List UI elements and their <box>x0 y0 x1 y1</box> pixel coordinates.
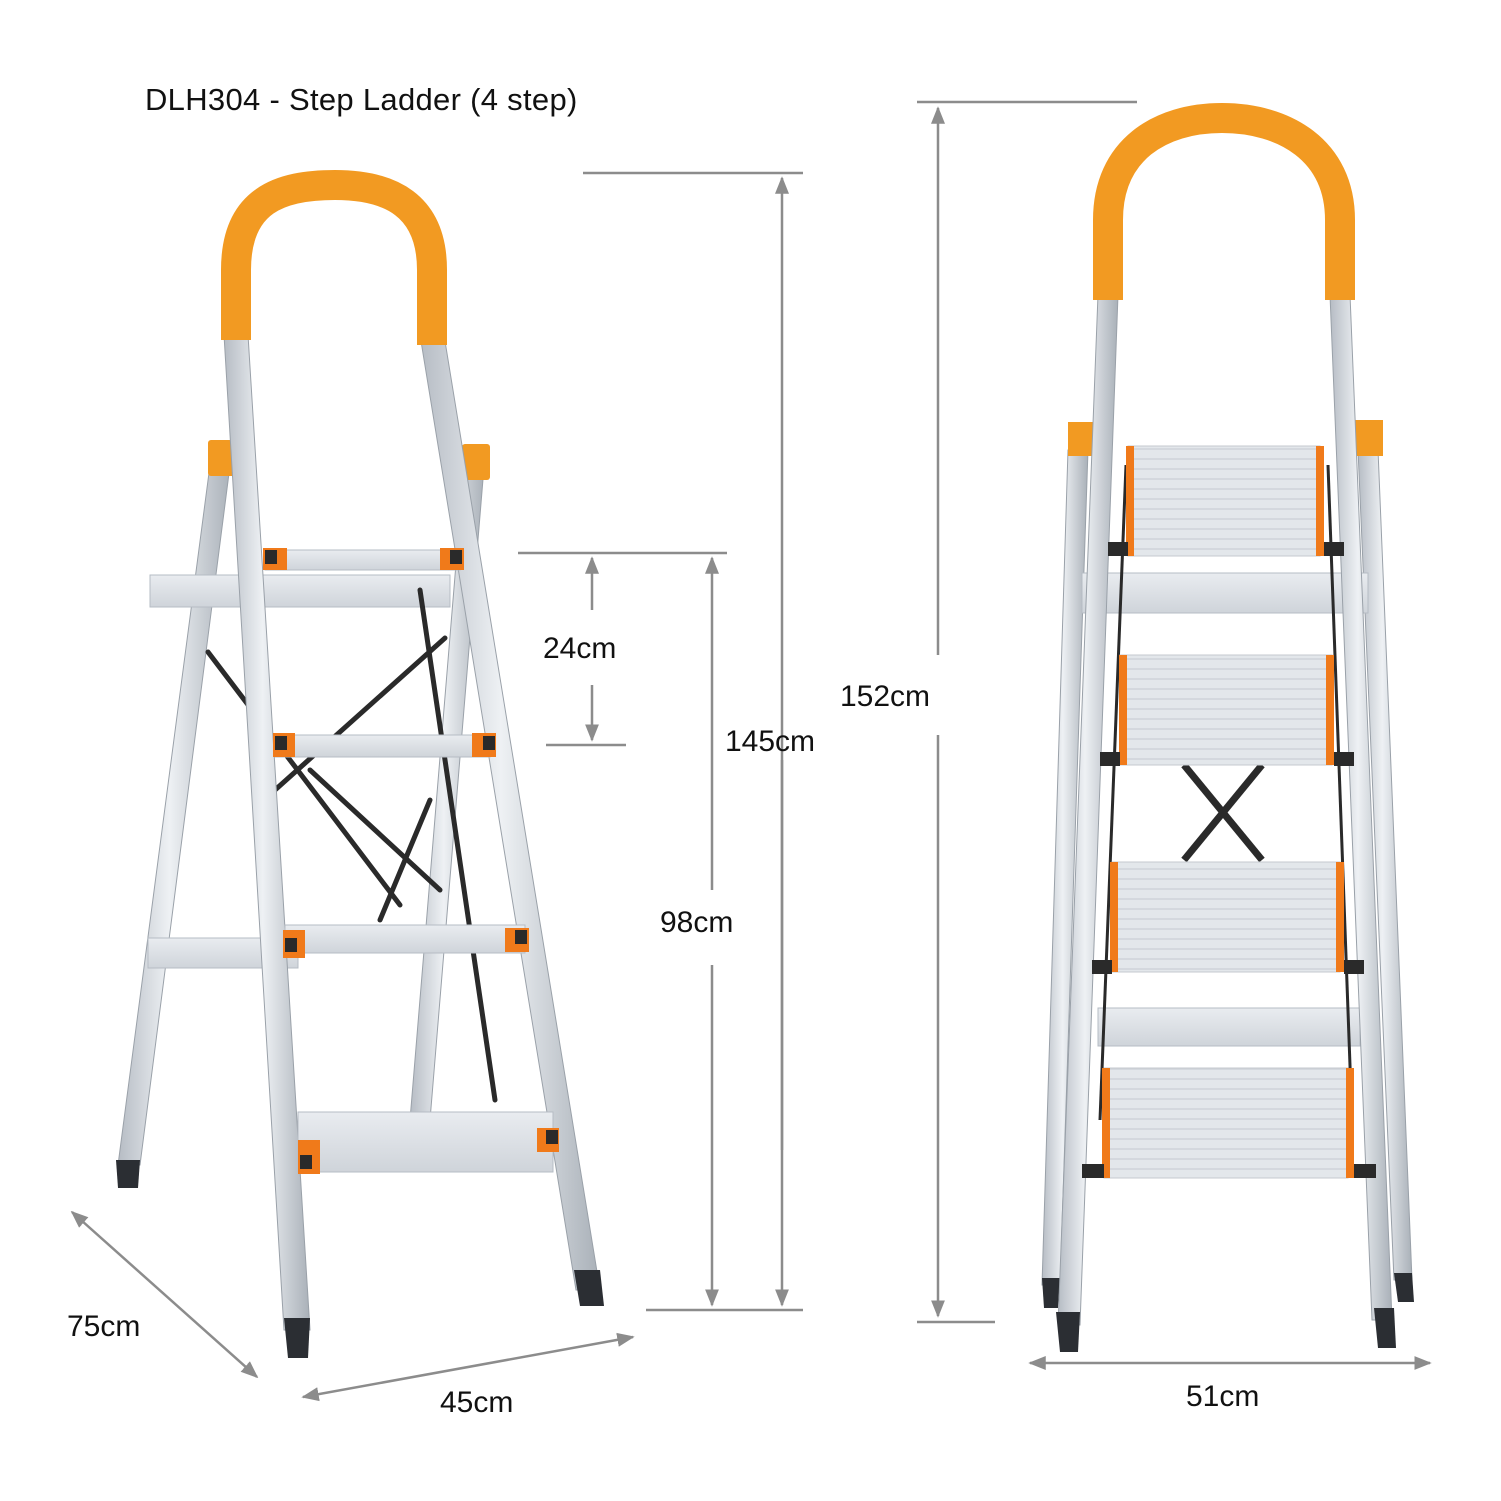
step-2 <box>273 733 496 758</box>
dim-label-step-spacing: 24cm <box>543 632 617 665</box>
product-title: DLH304 - Step Ladder (4 step) <box>145 82 578 117</box>
dim-label-base-width: 51cm <box>1186 1380 1260 1413</box>
step-3 <box>283 924 529 958</box>
front-cap-right <box>1355 420 1383 456</box>
front-step-4 <box>1082 1067 1376 1179</box>
front-step-1 <box>1108 445 1344 557</box>
orange-handle <box>221 169 447 345</box>
side-dimensions <box>70 171 803 1402</box>
dim-label-width-side: 45cm <box>440 1386 514 1419</box>
front-steps <box>1082 445 1376 1179</box>
side-view-ladder <box>116 169 604 1358</box>
dim-label-depth: 75cm <box>67 1310 141 1343</box>
step-4 <box>297 1111 559 1174</box>
front-dimensions <box>917 100 1432 1370</box>
rear-rail-top <box>149 574 451 608</box>
front-rail-top <box>1081 572 1369 614</box>
rear-foot-left <box>116 1160 140 1188</box>
front-foot-left <box>284 1318 310 1358</box>
front-rails <box>223 334 604 1358</box>
dim-label-overall-height-front: 152cm <box>840 680 931 713</box>
orange-handle-front <box>1093 102 1355 300</box>
cross-braces <box>205 587 498 1103</box>
front-side-rods <box>1098 464 1354 1121</box>
dim-label-platform-height: 98cm <box>660 906 734 939</box>
front-foot-right <box>574 1270 604 1306</box>
step-1 <box>263 548 464 571</box>
front-rail-low <box>1097 1007 1361 1047</box>
front-cap-left <box>1068 422 1096 456</box>
front-step-3 <box>1092 861 1364 974</box>
side-steps <box>263 548 559 1174</box>
front-x-brace <box>1181 762 1265 863</box>
rear-leg-cap-right <box>462 444 490 480</box>
dim-label-overall-height-side: 145cm <box>725 725 816 758</box>
front-view-ladder <box>1041 102 1414 1352</box>
front-step-2 <box>1100 654 1354 766</box>
